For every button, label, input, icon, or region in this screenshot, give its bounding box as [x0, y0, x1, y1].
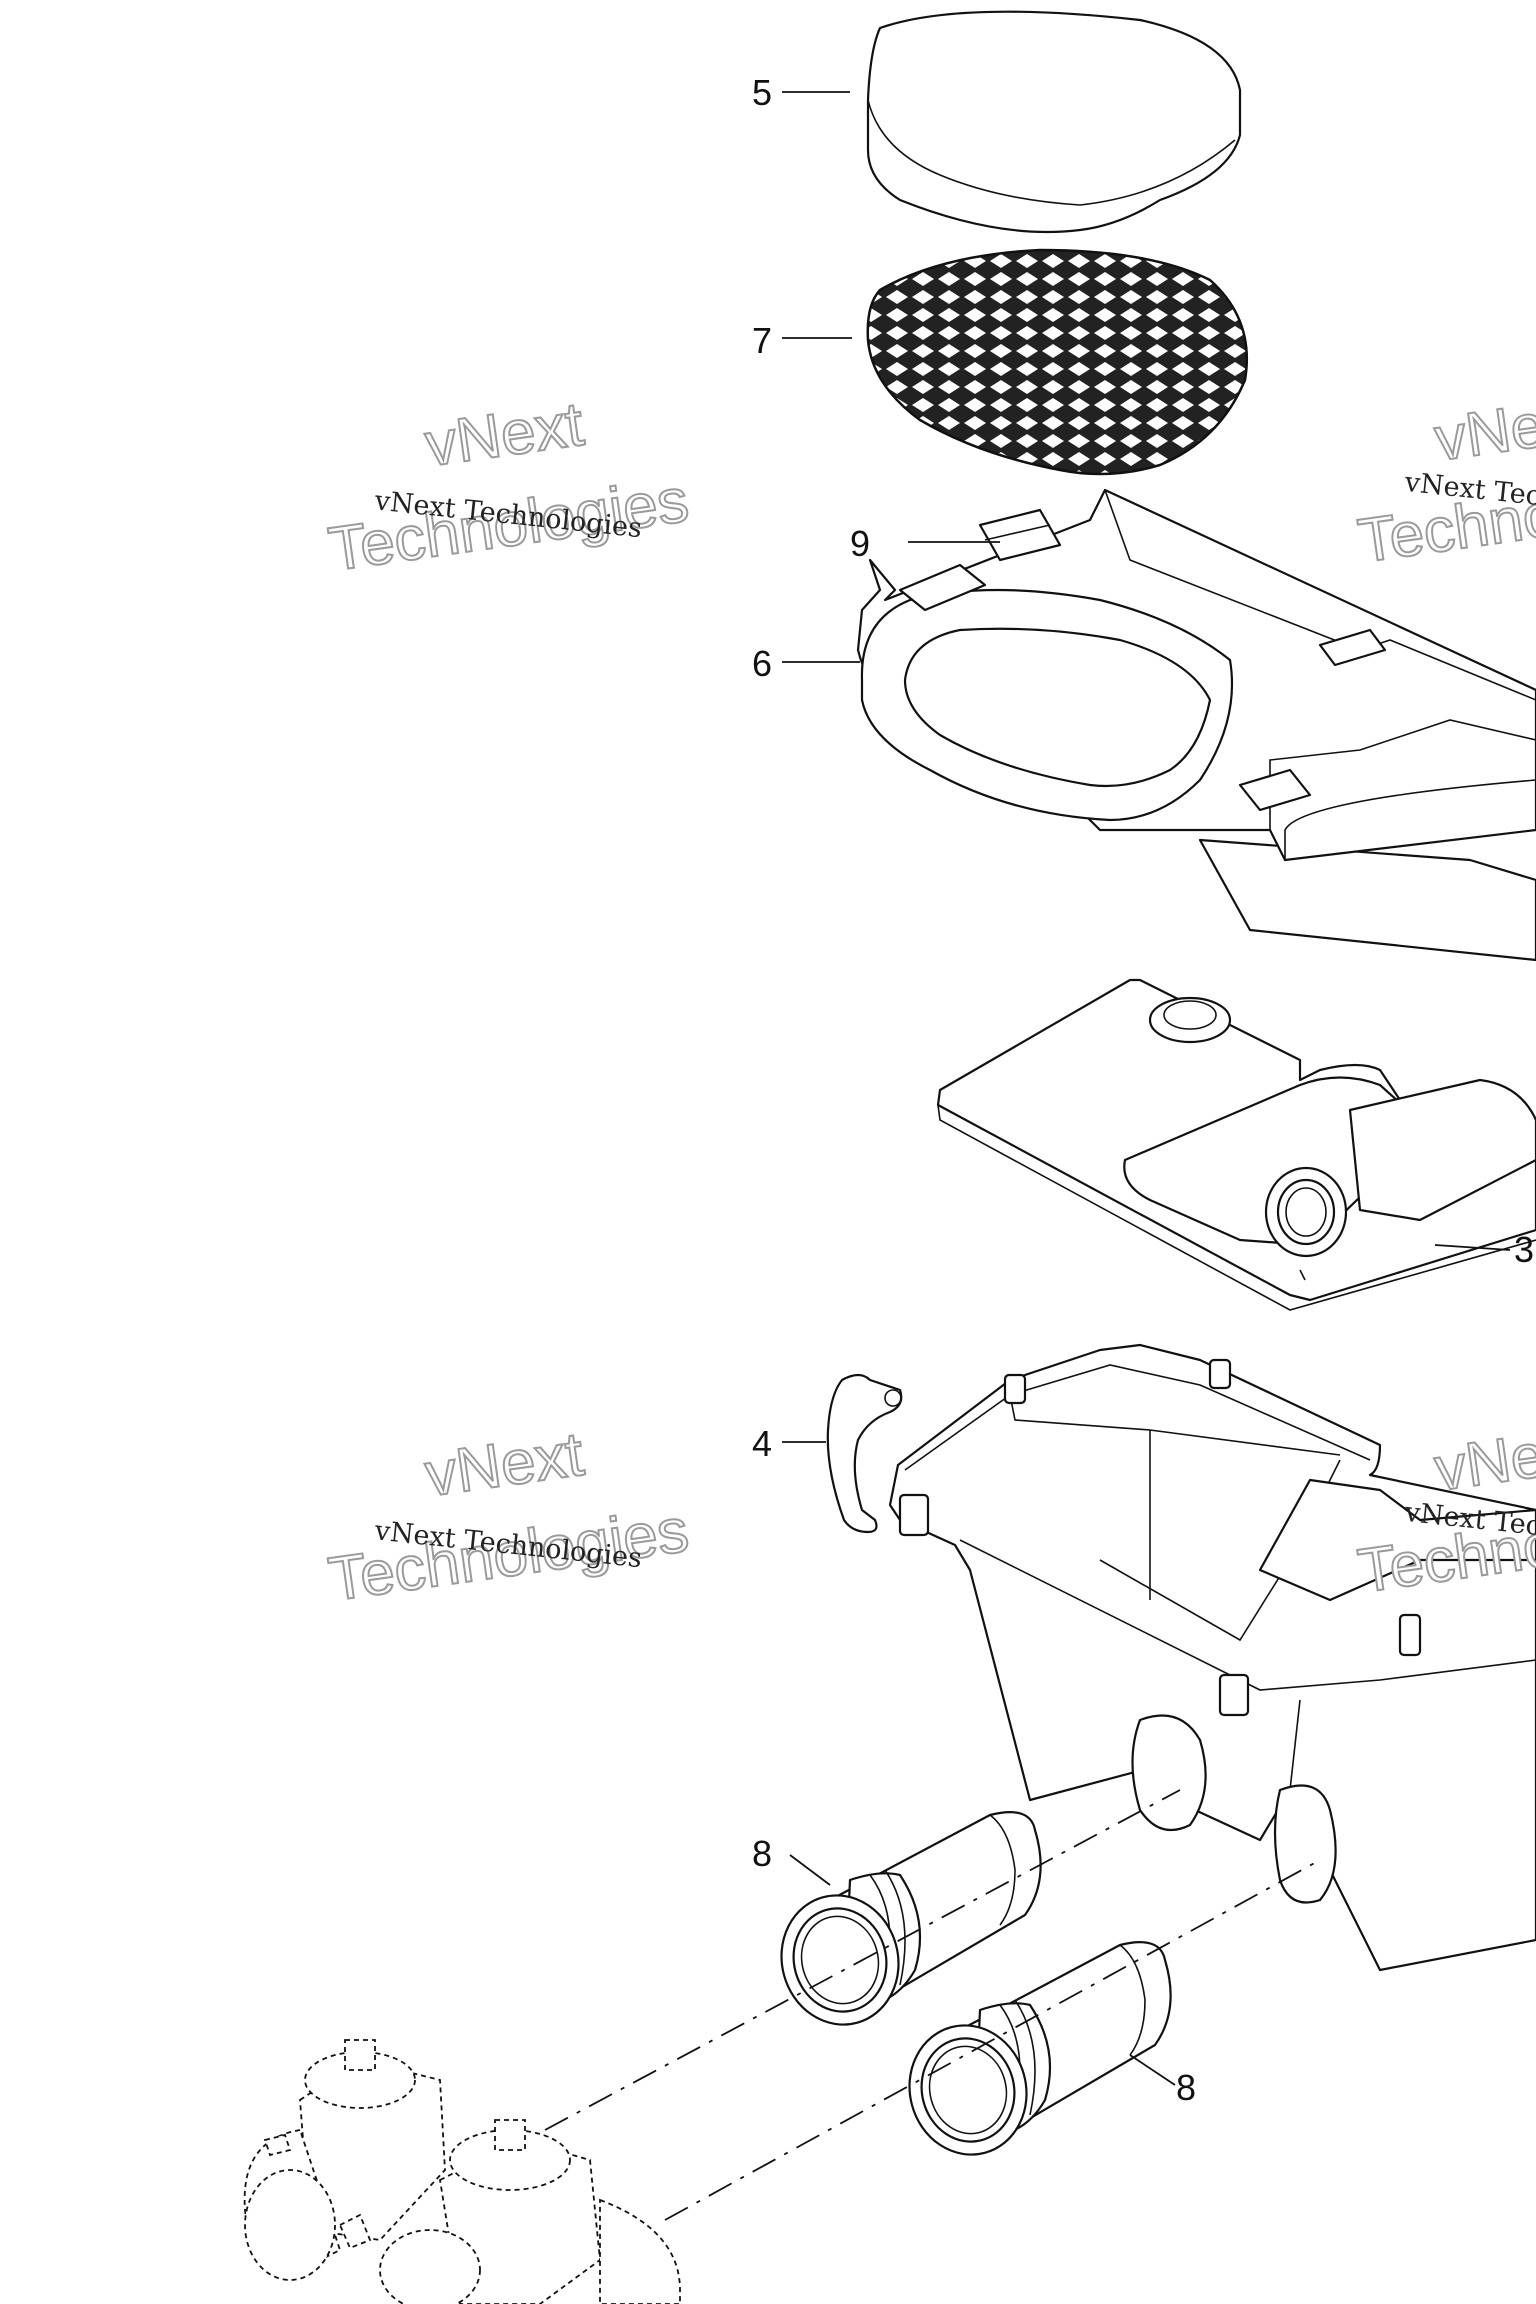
watermark-left-upper: vNext Technologies vNext Technologies — [324, 389, 694, 586]
part-6-airbox-cover — [856, 488, 1536, 962]
centerline-upper — [544, 1789, 1181, 2131]
leader-8-upper — [789, 1854, 831, 1886]
callout-6: 6 — [752, 643, 772, 684]
part-7-mesh-screen — [866, 248, 1249, 476]
part-8-intake-boot-upper — [780, 1811, 1042, 2026]
leader-3 — [1434, 1244, 1511, 1251]
callout-8-upper: 8 — [752, 1833, 772, 1874]
part-8-intake-boot-lower — [908, 1941, 1172, 2156]
svg-text:vNext: vNext — [421, 390, 588, 480]
leader-8-lower — [1129, 2054, 1176, 2086]
part-3-intake-plate — [936, 978, 1536, 1311]
callout-3: 3 — [1514, 1229, 1534, 1270]
svg-text:vNext: vNext — [421, 1420, 588, 1510]
part-4-spring-clip — [826, 1373, 903, 1534]
watermark-right-upper: vNext Technologies vNext Technologies — [1353, 383, 1536, 577]
callout-7: 7 — [752, 320, 772, 361]
svg-text:vNext: vNext — [1431, 1414, 1536, 1504]
airbox-housing — [888, 1343, 1536, 1972]
callout-4: 4 — [752, 1423, 772, 1464]
centerline-lower — [664, 1859, 1321, 2221]
svg-text:vNext: vNext — [1431, 384, 1536, 474]
carburetor-assembly-phantom — [243, 2039, 681, 2304]
callout-5: 5 — [752, 72, 772, 113]
watermark-left-lower: vNext Technologies vNext Technologies — [324, 1419, 694, 1616]
part-5-filter-pad — [866, 10, 1242, 234]
callout-8-lower: 8 — [1176, 2067, 1196, 2108]
callout-9: 9 — [850, 523, 870, 564]
